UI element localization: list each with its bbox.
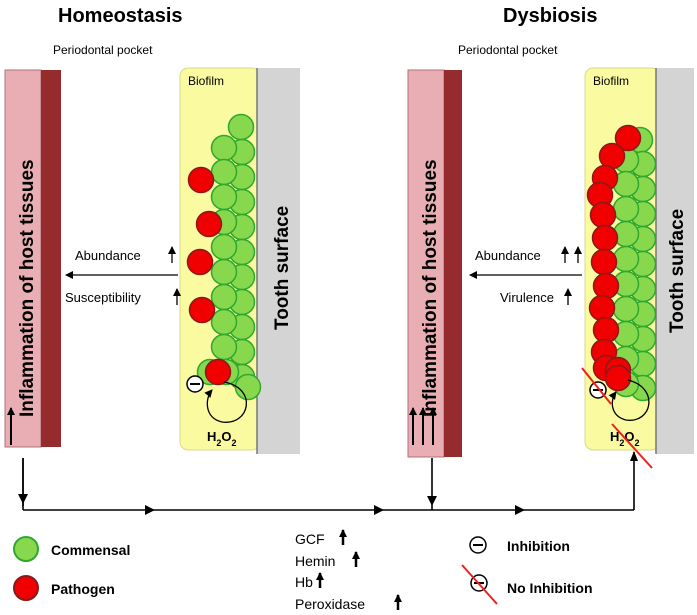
tooth-surface-label: Tooth surface <box>272 206 293 330</box>
commensal-cell <box>210 308 238 336</box>
pathogen-cell <box>598 142 626 170</box>
biofilm-cells <box>186 113 262 401</box>
host-tissue-edge <box>444 70 462 457</box>
commensal-icon <box>13 536 39 562</box>
factor-abundance: Abundance <box>75 248 141 263</box>
pathogen-cell <box>195 210 223 238</box>
no-h2o2-slash <box>611 423 653 469</box>
factor-gcf: GCF <box>295 531 325 547</box>
commensal-cell <box>210 258 238 286</box>
pathogen-cell <box>589 201 617 229</box>
legend-pathogen: Pathogen <box>51 581 115 597</box>
tooth-surface <box>656 68 694 454</box>
panel-homeostasis: Periodontal pocket Inflammation of host … <box>4 43 300 454</box>
pathogen-icon <box>13 575 39 601</box>
legend: Commensal Pathogen Inhibition No Inhibit… <box>13 536 593 605</box>
pocket-label: Periodontal pocket <box>458 43 558 57</box>
factor-peroxidase: Peroxidase <box>295 596 365 612</box>
h2o2-label: H2O2 <box>207 429 237 448</box>
legend-no-inhibition: No Inhibition <box>507 580 593 596</box>
no-inhibition-slash <box>581 367 612 405</box>
pocket-label: Periodontal pocket <box>53 43 153 57</box>
inhibition-loop <box>204 381 248 423</box>
commensal-cell <box>612 245 640 273</box>
pathogen-cell <box>588 294 616 322</box>
biofilm-label: Biofilm <box>593 74 629 88</box>
h2o2-label: H2O2 <box>610 429 640 448</box>
pathogen-cell <box>604 364 632 392</box>
host-tissue-band <box>407 69 445 458</box>
host-tissue-band <box>4 69 42 448</box>
pathogen-cell <box>591 224 619 252</box>
connector-lines <box>18 451 638 515</box>
host-tissue-label: Inflammation of host tissues <box>17 159 38 417</box>
host-tissue-edge <box>41 70 61 447</box>
commensal-cell <box>210 183 238 211</box>
biofilm-cells <box>586 124 657 402</box>
tooth-surface <box>257 68 300 454</box>
factor-virulence: Virulence <box>500 290 554 305</box>
commensal-cell <box>234 373 262 401</box>
title-dysbiosis: Dysbiosis <box>503 5 597 27</box>
commensal-cell <box>227 113 255 141</box>
commensal-cell <box>612 295 640 323</box>
commensal-cell <box>210 134 238 162</box>
title-homeostasis: Homeostasis <box>58 5 183 27</box>
pathogen-cell <box>590 248 618 276</box>
pathogen-cell <box>614 124 642 152</box>
inhibition-loop <box>608 379 650 421</box>
panel-dysbiosis: Periodontal pocket Inflammation of host … <box>407 43 694 469</box>
pathogen-cell <box>592 272 620 300</box>
factor-hb: Hb <box>295 574 313 590</box>
host-tissue-label: Inflammation of host tissues <box>420 159 441 417</box>
commensal-cell <box>210 333 238 361</box>
commensal-cell <box>612 195 640 223</box>
inflammation-arrows <box>409 407 437 445</box>
pathogen-cell <box>186 248 214 276</box>
legend-commensal: Commensal <box>51 542 130 558</box>
pathogen-cell <box>592 316 620 344</box>
pathogen-cell <box>188 296 216 324</box>
commensal-cell <box>210 283 238 311</box>
commensal-cell <box>210 158 238 186</box>
factor-hemin: Hemin <box>295 553 335 569</box>
commensal-cell <box>210 233 238 261</box>
factor-abundance: Abundance <box>475 248 541 263</box>
legend-inhibition: Inhibition <box>507 538 570 554</box>
pathogen-cell <box>187 166 215 194</box>
pathogen-cell <box>204 358 232 386</box>
biofilm-label: Biofilm <box>188 74 224 88</box>
factor-susceptibility: Susceptibility <box>65 290 141 305</box>
tooth-surface-label: Tooth surface <box>667 209 688 333</box>
